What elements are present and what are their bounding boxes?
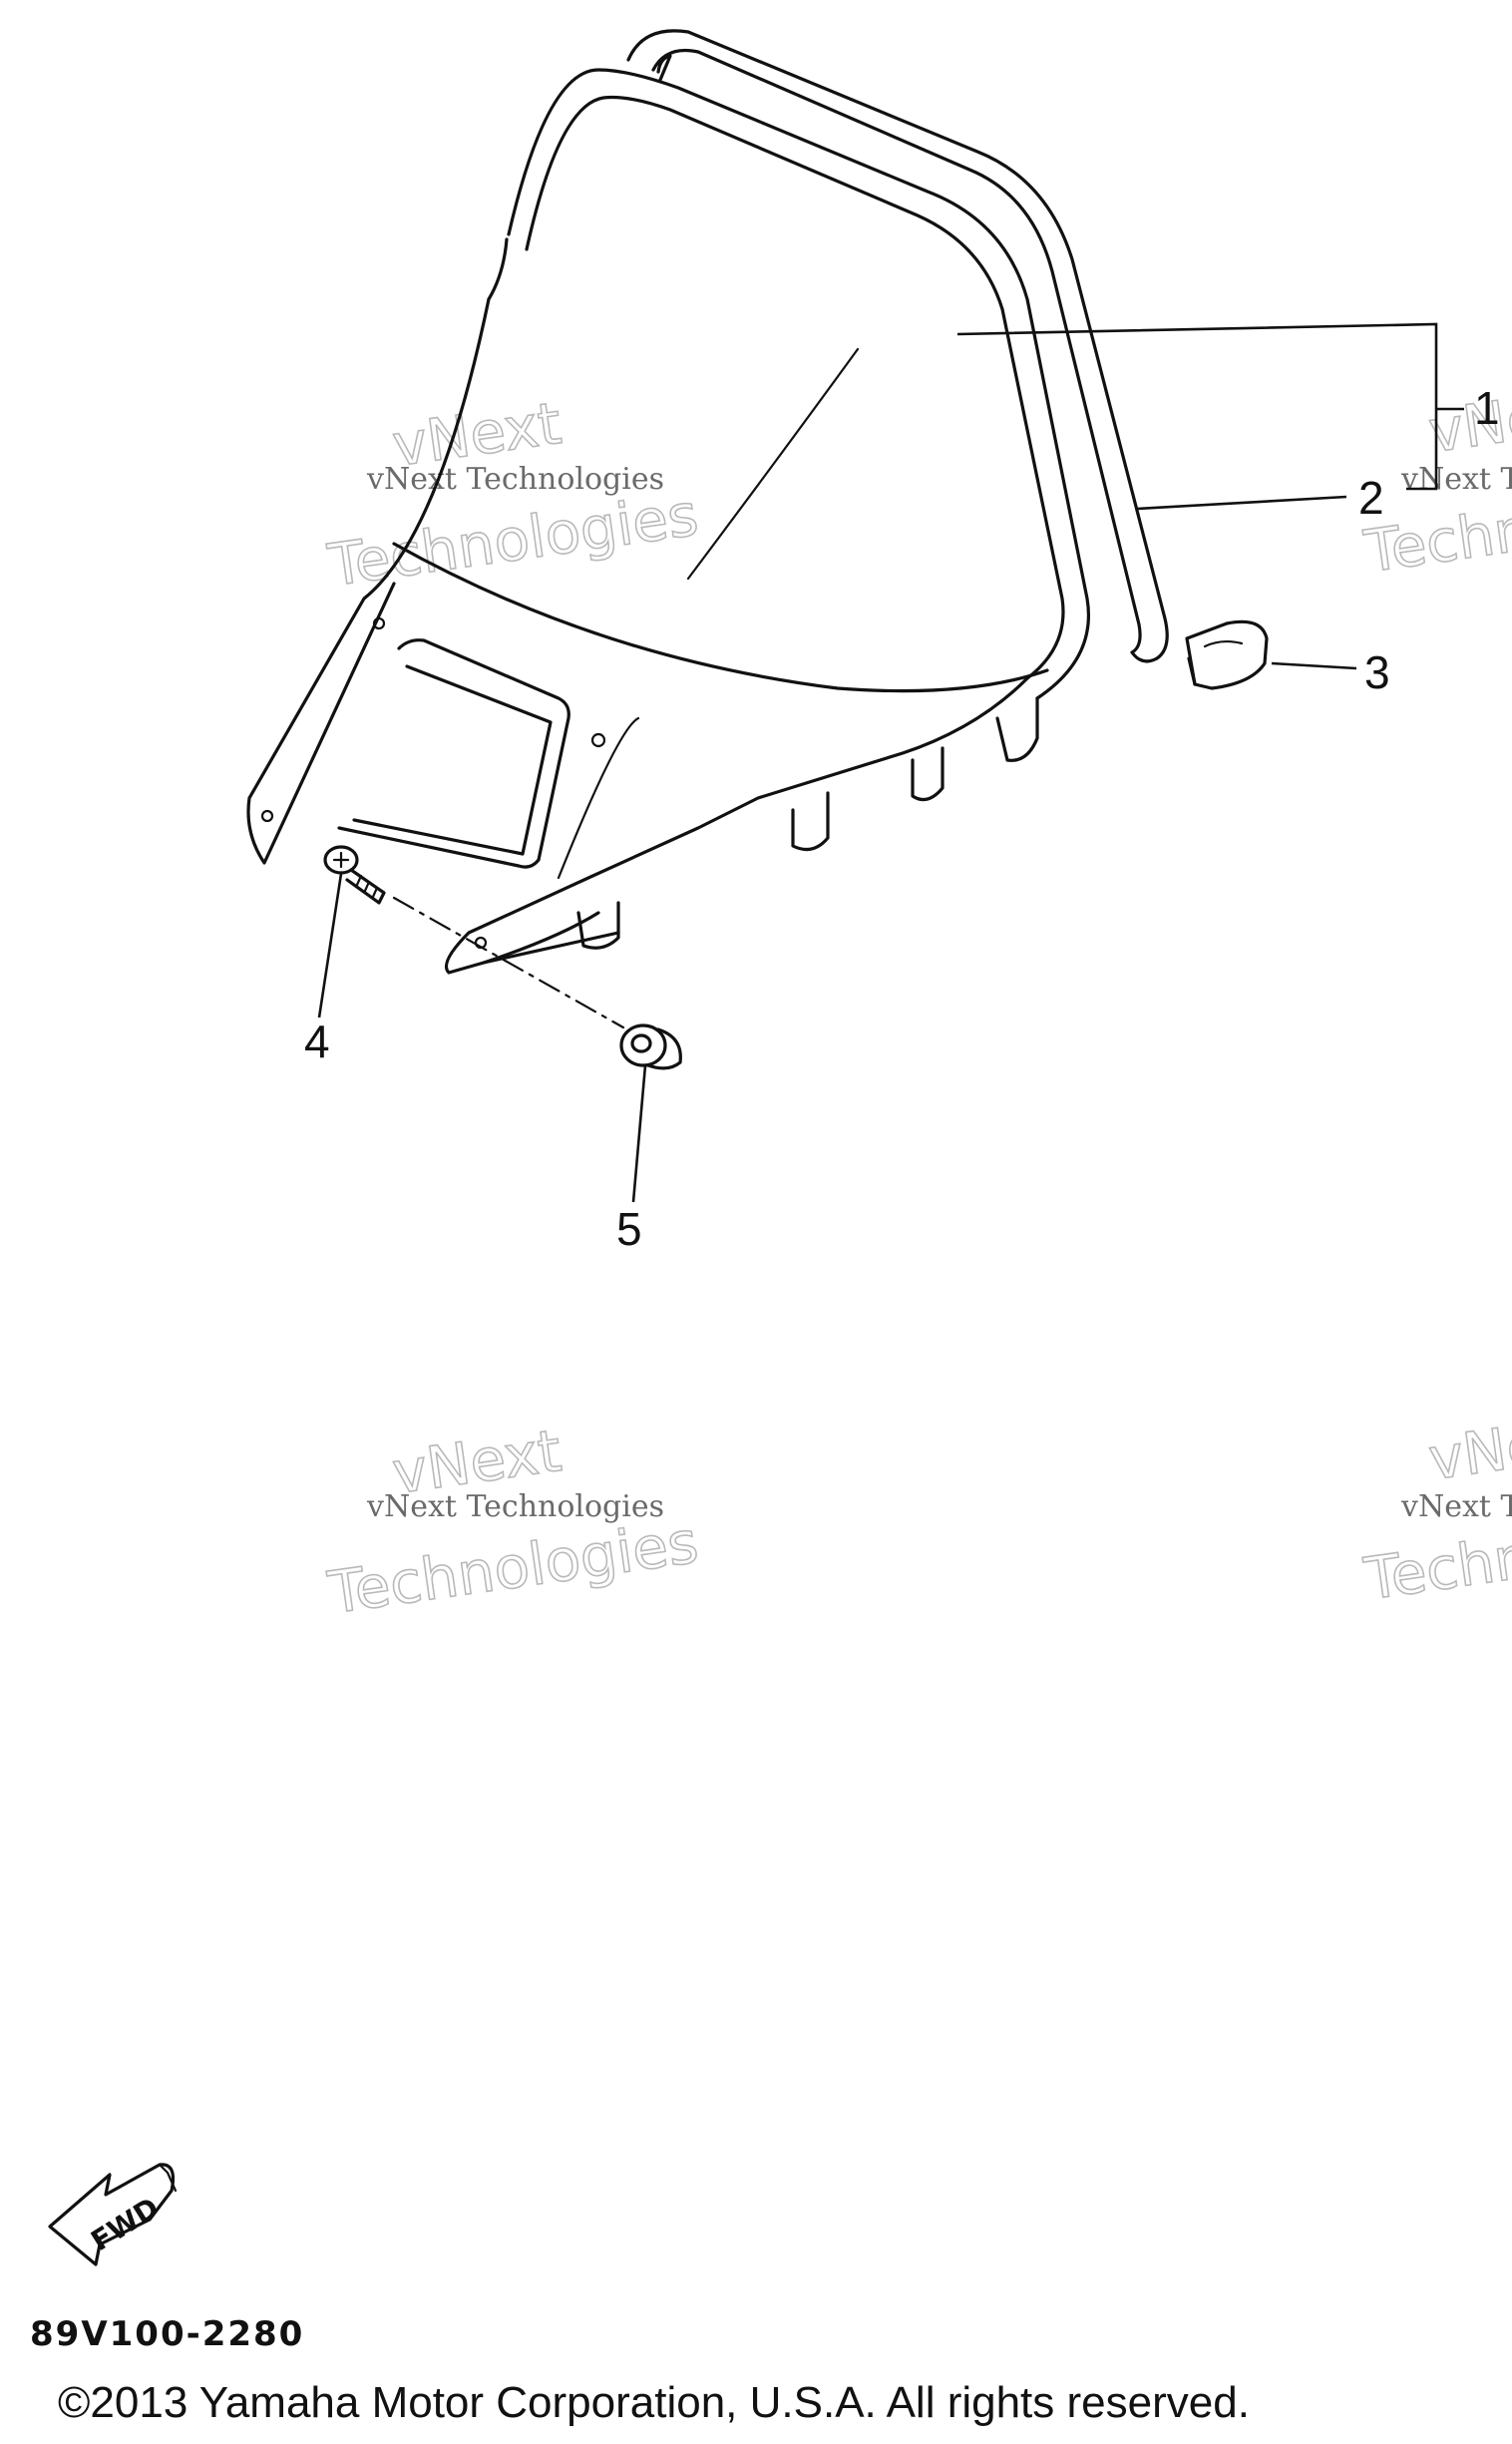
fwd-arrow-icon: FWD [48, 2163, 178, 2266]
callout-1: 1 [1474, 382, 1500, 434]
watermark-mid-left: vNext vNext Technologies Technologies [323, 1416, 703, 1628]
svg-text:vNext Technologies: vNext Technologies [366, 462, 664, 497]
svg-text:vNext: vNext [1425, 1403, 1512, 1493]
callout-3: 3 [1364, 646, 1390, 698]
svg-text:Technologies: Technologies [324, 1508, 702, 1627]
copyright-notice: ©2013 Yamaha Motor Corporation, U.S.A. A… [58, 2378, 1250, 2427]
trim-strip [626, 29, 1169, 663]
screw [323, 845, 386, 905]
watermark-mid-right: vNext vNext Technologies Technologies [1359, 1402, 1512, 1614]
assembly-axis [392, 896, 625, 1029]
leader-lines [317, 322, 1464, 1203]
clip [1185, 619, 1269, 690]
svg-text:vNext Technologies: vNext Technologies [1400, 462, 1512, 497]
svg-text:vNext Technologies: vNext Technologies [366, 1489, 664, 1524]
callout-4: 4 [304, 1016, 330, 1067]
drawing-code: 89V100-2280 [30, 2314, 305, 2354]
callout-5: 5 [616, 1203, 642, 1255]
callout-2: 2 [1358, 472, 1384, 524]
watermark-top-left: vNext vNext Technologies Technologies [323, 388, 703, 601]
windshield [246, 68, 1090, 975]
grommet-nut [619, 1023, 682, 1070]
svg-text:vNext Technologies: vNext Technologies [1400, 1489, 1512, 1524]
svg-text:FWD: FWD [85, 2191, 165, 2257]
